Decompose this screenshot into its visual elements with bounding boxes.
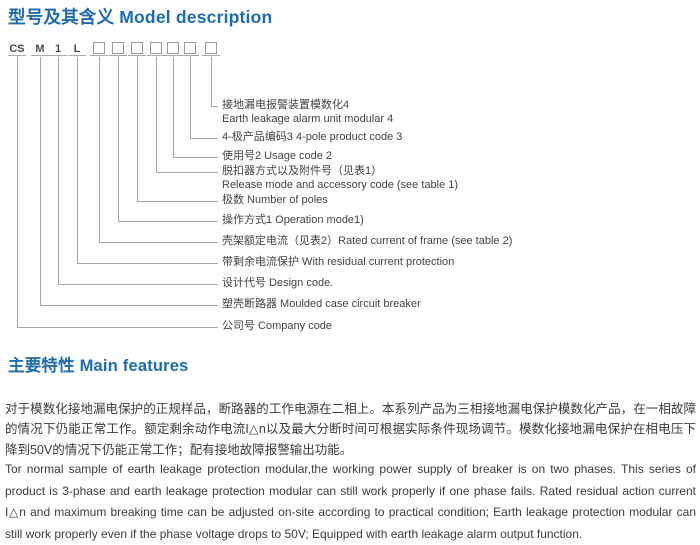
model-code-position <box>88 39 110 55</box>
model-code-position <box>179 39 201 55</box>
features-paragraph-english: Tor normal sample of earth leakage prote… <box>5 462 696 541</box>
connector-vline <box>17 57 18 327</box>
connector-hline <box>77 263 218 264</box>
code-label: 操作方式1 Operation mode1) <box>222 214 364 228</box>
features-paragraph-chinese: 对于模数化接地漏电保护的正规样品，断路器的工作电源在二相上。本系列产品为三相接地… <box>5 401 696 457</box>
document-page: 型号及其含义 Model description 主要特性 Main featu… <box>5 7 696 541</box>
model-code-position: L <box>66 39 88 55</box>
connector-vline <box>156 57 157 172</box>
empty-code-box <box>93 42 105 54</box>
connector-hline <box>99 242 218 243</box>
connector-vline <box>58 57 59 284</box>
model-code-position: CS <box>6 39 28 55</box>
code-label: 塑壳断路器 Moulded case circuit breaker <box>222 298 421 312</box>
model-code-text: 1 <box>54 43 62 55</box>
code-underline <box>90 55 108 56</box>
code-label-line: Earth leakage alarm unit modular 4 <box>222 112 394 125</box>
code-underline <box>164 55 182 56</box>
code-underline <box>128 55 146 56</box>
connector-hline <box>156 172 218 173</box>
code-label: 设计代号 Design code. <box>222 277 333 291</box>
model-code-position <box>126 39 148 55</box>
connector-hline <box>17 327 218 328</box>
connector-vline <box>99 57 100 242</box>
connector-hline <box>137 201 218 202</box>
connector-vline <box>190 57 191 138</box>
empty-code-box <box>184 42 196 54</box>
model-code-position <box>200 39 222 55</box>
connector-hline <box>211 106 218 107</box>
code-underline <box>202 55 220 56</box>
code-label-line: 壳架额定电流（见表2）Rated current of frame (see t… <box>222 235 513 247</box>
connector-hline <box>118 221 218 222</box>
connector-hline <box>58 284 218 285</box>
code-label: 脱扣器方式以及附件号（见表1）Release mode and accessor… <box>222 165 458 192</box>
code-label-line: 带剩余电流保护 With residual current protection <box>222 256 455 268</box>
connector-vline <box>173 57 174 157</box>
connector-vline <box>137 57 138 201</box>
connector-hline <box>173 157 218 158</box>
connector-vline <box>211 57 212 106</box>
code-label-line: 使用号2 Usage code 2 <box>222 150 333 162</box>
code-label: 公司号 Company code <box>222 320 332 334</box>
code-label-line: 接地漏电报警装置模数化4 <box>222 99 350 111</box>
code-underline <box>181 55 199 56</box>
code-label-line: 4-极产品编码3 4-pole product code 3 <box>222 131 403 143</box>
empty-code-box <box>167 42 179 54</box>
model-code-position: M <box>29 39 51 55</box>
model-code-text: M <box>35 43 45 55</box>
code-label: 带剩余电流保护 With residual current protection <box>222 256 454 270</box>
code-label: 使用号2 Usage code 2 <box>222 150 332 164</box>
model-code-text: L <box>73 43 81 55</box>
empty-code-box <box>112 42 124 54</box>
code-label-line: 操作方式1 Operation mode1) <box>222 214 364 226</box>
connector-vline <box>118 57 119 221</box>
model-description-heading: 型号及其含义 Model description <box>8 7 273 27</box>
empty-code-box <box>150 42 162 54</box>
empty-code-box <box>131 42 143 54</box>
connector-hline <box>190 138 218 139</box>
connector-vline <box>77 57 78 263</box>
code-label-line: 极数 Number of poles <box>222 194 328 206</box>
model-code-position <box>162 39 184 55</box>
code-label-line: 脱扣器方式以及附件号（见表1） <box>222 165 383 177</box>
connector-vline <box>40 57 41 305</box>
model-code-position <box>145 39 167 55</box>
code-underline <box>8 55 26 56</box>
code-label-line: Release mode and accessory code (see tab… <box>222 178 459 191</box>
code-underline <box>147 55 165 56</box>
code-label: 极数 Number of poles <box>222 194 328 208</box>
model-code-text: CS <box>9 43 25 55</box>
code-label: 壳架额定电流（见表2）Rated current of frame (see t… <box>222 235 512 249</box>
code-label-line: 公司号 Company code <box>222 320 333 332</box>
main-features-heading: 主要特性 Main features <box>8 357 189 375</box>
code-label-line: 塑壳断路器 Moulded case circuit breaker <box>222 298 421 310</box>
code-underline <box>31 55 49 56</box>
code-label: 4-极产品编码3 4-pole product code 3 <box>222 131 402 145</box>
code-underline <box>68 55 86 56</box>
model-code-position <box>107 39 129 55</box>
code-underline <box>109 55 127 56</box>
empty-code-box <box>205 42 217 54</box>
connector-hline <box>40 305 218 306</box>
code-label-line: 设计代号 Design code. <box>222 277 334 289</box>
code-underline <box>49 55 67 56</box>
model-code-position: 1 <box>47 39 69 55</box>
